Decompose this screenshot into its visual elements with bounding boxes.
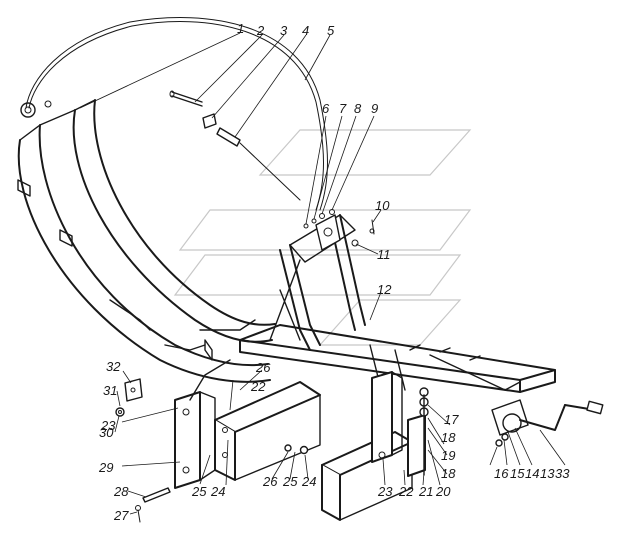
callout-10: 10 — [375, 198, 390, 213]
callout-20: 20 — [435, 484, 451, 499]
angle-bar-left — [214, 381, 321, 481]
leader-lines — [79, 32, 566, 515]
callout-14: 14 — [525, 466, 539, 481]
callout-2: 2 — [256, 23, 265, 38]
callout-24-right: 24 — [301, 474, 316, 489]
callout-7: 7 — [339, 101, 347, 116]
callout-1: 1 — [237, 21, 244, 36]
callout-6: 6 — [322, 101, 330, 116]
callout-22-right: 22 — [398, 484, 414, 499]
callout-12: 12 — [377, 282, 392, 297]
callout-18-lower: 18 — [441, 466, 456, 481]
callout-9: 9 — [371, 101, 378, 116]
callout-21: 21 — [418, 484, 433, 499]
callout-25-left: 25 — [191, 484, 207, 499]
callout-27: 27 — [113, 508, 129, 523]
callout-8: 8 — [354, 101, 362, 116]
callout-26-upper: 26 — [255, 360, 271, 375]
callout-32: 32 — [106, 359, 121, 374]
callout-31: 31 — [103, 383, 117, 398]
callout-24-left: 24 — [210, 484, 225, 499]
fasteners — [115, 209, 509, 523]
callout-17: 17 — [444, 412, 459, 427]
callout-15: 15 — [510, 466, 525, 481]
callout-22-left: 22 — [250, 379, 266, 394]
callout-28: 28 — [113, 484, 129, 499]
callout-18-upper: 18 — [441, 430, 456, 445]
callout-23-left: 23 — [100, 418, 116, 433]
part-pin-2 — [169, 90, 203, 107]
callout-26-lower: 26 — [262, 474, 278, 489]
callout-3: 3 — [280, 23, 288, 38]
callout-5: 5 — [327, 23, 335, 38]
callout-13: 13 — [540, 466, 555, 481]
upright-frame — [269, 214, 366, 351]
callout-19: 19 — [441, 448, 455, 463]
callout-16: 16 — [494, 466, 509, 481]
callout-33: 33 — [555, 466, 570, 481]
callout-29: 29 — [98, 460, 113, 475]
part-cylinder-4 — [216, 127, 301, 201]
cable-assembly — [20, 17, 328, 211]
chassis-beam — [239, 324, 556, 393]
callout-4: 4 — [302, 23, 309, 38]
winch-handle — [491, 399, 604, 436]
angle-bar-right — [321, 431, 413, 521]
callout-25-right: 25 — [282, 474, 298, 489]
callout-30: 30 — [99, 425, 114, 440]
callout-labels: 1 2 3 4 5 6 7 8 9 10 11 12 13 14 15 16 1… — [98, 21, 570, 523]
right-bracket — [407, 387, 429, 477]
watermark-logo — [173, 129, 472, 346]
callout-23-right: 23 — [377, 484, 393, 499]
right-support-leg — [371, 371, 403, 463]
callout-11: 11 — [377, 247, 391, 262]
